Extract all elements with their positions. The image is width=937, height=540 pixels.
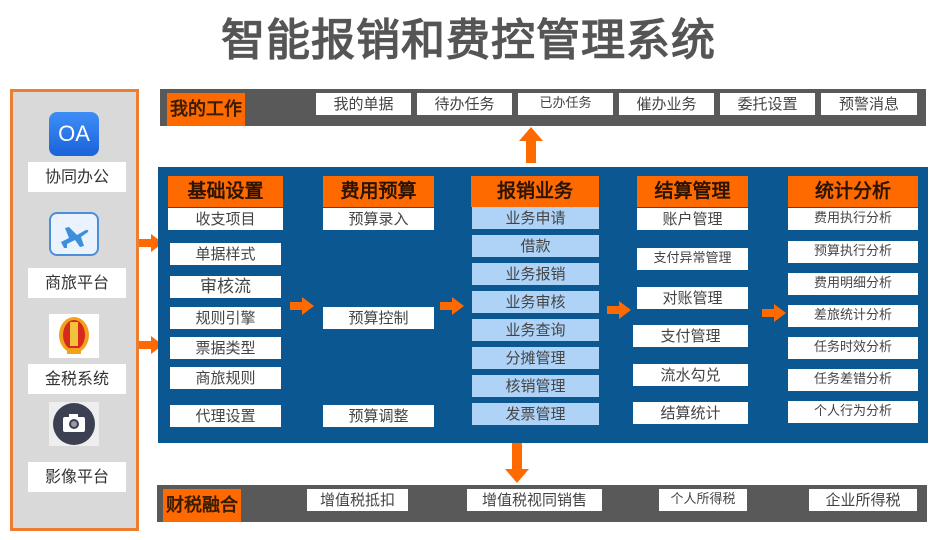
module-item[interactable]: 借款 xyxy=(472,235,599,257)
arrow-right-icon xyxy=(440,297,464,315)
module-item[interactable]: 收支项目 xyxy=(168,208,283,230)
tax-emblem-icon xyxy=(49,314,99,358)
module-item[interactable]: 预算控制 xyxy=(323,307,434,329)
system-label-travel: 商旅平台 xyxy=(28,268,126,298)
module-item[interactable]: 业务申请 xyxy=(472,207,599,229)
module-item[interactable]: 代理设置 xyxy=(170,405,281,427)
module-item[interactable]: 账户管理 xyxy=(637,208,748,230)
settlement-heading: 结算管理 xyxy=(637,176,748,207)
warning-messages-button[interactable]: 预警消息 xyxy=(821,93,917,115)
personal-income-tax-button[interactable]: 个人所得税 xyxy=(659,489,747,511)
module-item[interactable]: 业务报销 xyxy=(472,263,599,285)
system-label-oa: 协同办公 xyxy=(28,162,126,192)
arrow-right-icon xyxy=(607,301,631,319)
my-work-heading: 我的工作 xyxy=(167,93,245,126)
arrow-right-icon xyxy=(762,304,786,322)
airplane-icon xyxy=(49,212,99,256)
module-item[interactable]: 任务差错分析 xyxy=(788,369,918,391)
module-item[interactable]: 预算录入 xyxy=(323,208,434,230)
camera-icon xyxy=(49,402,99,446)
module-item[interactable]: 业务查询 xyxy=(472,319,599,341)
module-item[interactable]: 对账管理 xyxy=(637,287,748,309)
module-item[interactable]: 支付异常管理 xyxy=(637,248,748,270)
my-work-bar: 我的工作 我的单据 待办任务 已办任务 催办业务 委托设置 预警消息 xyxy=(160,89,926,126)
basic-settings-heading: 基础设置 xyxy=(168,176,283,207)
arrow-up-icon xyxy=(519,127,543,163)
module-item[interactable]: 核销管理 xyxy=(472,375,599,397)
pending-tasks-button[interactable]: 待办任务 xyxy=(417,93,512,115)
module-item[interactable]: 单据样式 xyxy=(170,243,281,265)
module-item[interactable]: 流水勾兑 xyxy=(633,364,748,386)
system-label-golden-tax: 金税系统 xyxy=(28,364,126,394)
reimbursement-heading: 报销业务 xyxy=(471,176,599,207)
tax-integration-heading: 财税融合 xyxy=(163,489,241,522)
oa-icon: OA xyxy=(49,112,99,156)
module-item[interactable]: 商旅规则 xyxy=(170,367,281,389)
my-documents-button[interactable]: 我的单据 xyxy=(316,93,411,115)
delegation-settings-button[interactable]: 委托设置 xyxy=(720,93,815,115)
module-item[interactable]: 规则引擎 xyxy=(170,307,281,329)
module-item[interactable]: 预算执行分析 xyxy=(788,241,918,263)
corporate-income-tax-button[interactable]: 企业所得税 xyxy=(809,489,917,511)
system-label-imaging: 影像平台 xyxy=(28,462,126,492)
analytics-heading: 统计分析 xyxy=(788,176,918,207)
completed-tasks-button[interactable]: 已办任务 xyxy=(518,93,613,115)
module-item[interactable]: 结算统计 xyxy=(633,402,748,424)
module-item[interactable]: 费用执行分析 xyxy=(788,208,918,230)
budget-heading: 费用预算 xyxy=(323,176,434,207)
module-item[interactable]: 差旅统计分析 xyxy=(788,305,918,327)
module-item[interactable]: 费用明细分析 xyxy=(788,273,918,295)
module-item[interactable]: 任务时效分析 xyxy=(788,337,918,359)
page-title: 智能报销和费控管理系统 xyxy=(221,15,716,66)
vat-deemed-sales-button[interactable]: 增值税视同销售 xyxy=(467,489,602,511)
module-item[interactable]: 预算调整 xyxy=(323,405,434,427)
core-modules-panel: 基础设置 收支项目 单据样式 审核流 规则引擎 票据类型 商旅规则 代理设置 费… xyxy=(158,167,928,443)
module-item[interactable]: 票据类型 xyxy=(170,337,281,359)
module-item[interactable]: 发票管理 xyxy=(472,403,599,425)
external-systems-panel: OA 协同办公 商旅平台 金税系统 影像平台 xyxy=(10,89,139,531)
tax-integration-bar: 财税融合 增值税抵扣 增值税视同销售 个人所得税 企业所得税 xyxy=(157,485,927,522)
module-item[interactable]: 业务审核 xyxy=(472,291,599,313)
arrow-right-icon xyxy=(290,297,314,315)
module-item[interactable]: 分摊管理 xyxy=(472,347,599,369)
module-item[interactable]: 审核流 xyxy=(170,276,281,298)
arrow-down-icon xyxy=(505,443,529,483)
module-item[interactable]: 个人行为分析 xyxy=(788,401,918,423)
vat-deduction-button[interactable]: 增值税抵扣 xyxy=(307,489,408,511)
urge-business-button[interactable]: 催办业务 xyxy=(619,93,714,115)
module-item[interactable]: 支付管理 xyxy=(633,325,748,347)
